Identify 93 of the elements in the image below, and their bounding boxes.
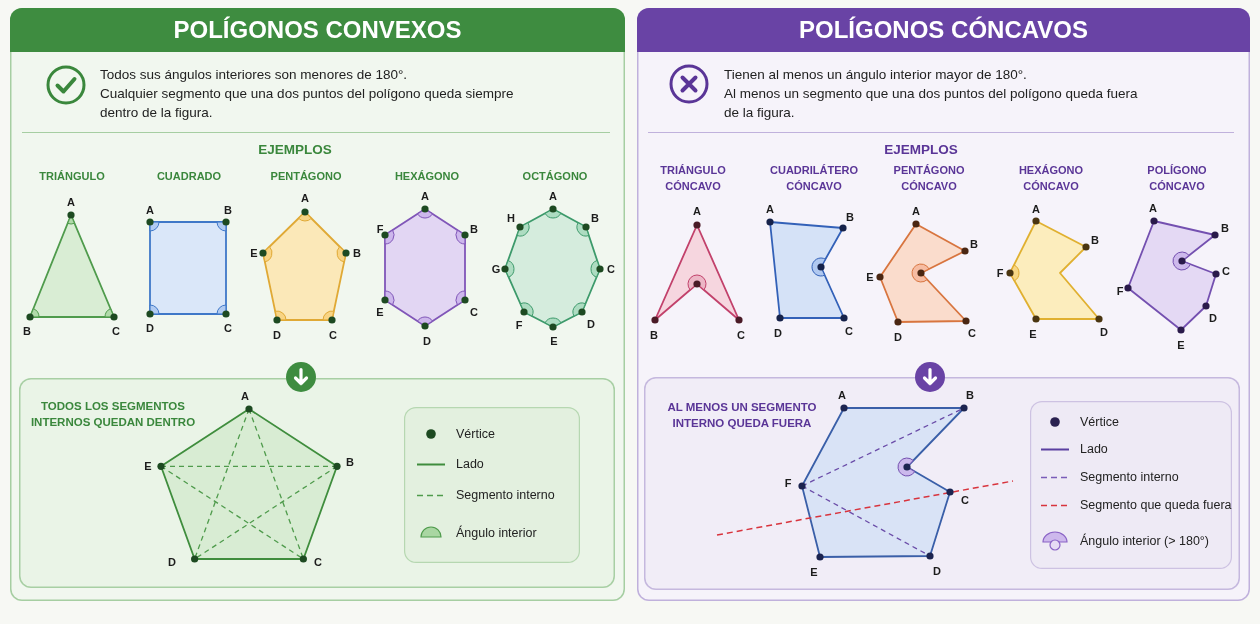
vertex-label: B: [224, 204, 232, 216]
legend-label: Segmento interno: [456, 487, 555, 503]
panel-header: POLÍGONOS CÓNCAVOS: [637, 8, 1250, 52]
legend-label: Ángulo interior (> 180°): [1080, 533, 1210, 549]
vertex-label: C: [737, 329, 745, 341]
vertex-label: G: [491, 263, 501, 275]
description-text: Todos sus ángulos interiores son menores de 180°.: [100, 66, 409, 84]
vertex-label: A: [693, 205, 701, 217]
vertex-label: B: [591, 212, 599, 224]
vertex-label: D: [587, 318, 595, 330]
legend-label: Ángulo interior: [456, 525, 537, 541]
vertex-label: E: [144, 460, 152, 472]
vertex-label: F: [515, 319, 523, 331]
box-title: TODOS LOS SEGMENTOS INTERNOS QUEDAN DENTRO: [29, 399, 197, 430]
vertex-label: D: [1209, 312, 1217, 324]
vertex-label: H: [507, 212, 515, 224]
vertex-label: B: [1221, 222, 1229, 234]
vertex-label: D: [1100, 326, 1108, 338]
vertex-label: A: [146, 204, 154, 216]
vertex-label: F: [784, 477, 792, 489]
vertex-label: C: [961, 494, 969, 506]
legend-label: Lado: [1080, 441, 1108, 457]
summary-box: [19, 378, 615, 588]
description-text: Tienen al menos un ángulo interior mayor de 180°.: [724, 66, 1028, 84]
polygon-name: PENTÁGONO CÓNCAVO: [893, 163, 965, 194]
vertex-label: A: [241, 390, 249, 402]
legend-label: Segmento interno: [1080, 469, 1179, 485]
vertex-label: D: [894, 331, 902, 343]
vertex-label: A: [912, 205, 920, 217]
vertex-label: E: [376, 306, 384, 318]
vertex-label: D: [423, 335, 431, 347]
vertex-label: B: [1091, 234, 1099, 246]
vertex-label: A: [549, 190, 557, 202]
vertex-label: F: [996, 267, 1004, 279]
description-text: Cualquier segmento que una dos puntos del polígono queda siempre dentro de la figura.: [100, 85, 515, 122]
vertex-label: F: [376, 223, 384, 235]
vertex-label: B: [650, 329, 658, 341]
vertex-label: F: [1116, 285, 1124, 297]
vertex-label: B: [23, 325, 31, 337]
vertex-label: A: [1032, 203, 1040, 215]
vertex-label: B: [346, 456, 354, 468]
vertex-label: C: [329, 329, 337, 341]
section-heading: EJEMPLOS: [884, 142, 958, 158]
vertex-label: E: [1029, 328, 1037, 340]
vertex-label: A: [421, 190, 429, 202]
vertex-label: D: [774, 327, 782, 339]
vertex-label: B: [846, 211, 854, 223]
polygon-name: PENTÁGONO: [270, 169, 342, 184]
vertex-label: E: [810, 566, 818, 578]
vertex-label: C: [314, 556, 322, 568]
vertex-label: E: [550, 335, 558, 347]
vertex-label: A: [301, 192, 309, 204]
legend-label: Vértice: [1080, 414, 1119, 430]
vertex-label: C: [224, 322, 232, 334]
polygon-name: HEXÁGONO: [394, 169, 460, 184]
polygon-name: POLÍGONO CÓNCAVO: [1147, 163, 1207, 194]
vertex-label: B: [470, 223, 478, 235]
polygon-name: CUADRADO: [156, 169, 222, 184]
summary-box: [644, 377, 1240, 590]
vertex-label: A: [838, 389, 846, 401]
legend-label: Lado: [456, 456, 484, 472]
vertex-label: D: [146, 322, 154, 334]
polygon-name: OCTÁGONO: [522, 169, 588, 184]
vertex-label: C: [1222, 265, 1230, 277]
vertex-label: E: [250, 247, 258, 259]
panel-card: [637, 8, 1250, 601]
vertex-label: E: [1177, 339, 1185, 351]
vertex-label: C: [968, 327, 976, 339]
polygon-name: CUADRILÁTERO CÓNCAVO: [770, 163, 858, 194]
vertex-label: D: [273, 329, 281, 341]
vertex-label: C: [607, 263, 615, 275]
vertex-label: C: [470, 306, 478, 318]
polygon-name: HEXÁGONO CÓNCAVO: [1018, 163, 1084, 194]
description-text: Al menos un segmento que una dos puntos del polígono queda fuera de la figura.: [724, 85, 1139, 122]
polygon-name: TRIÁNGULO CÓNCAVO: [660, 163, 726, 194]
box-title: AL MENOS UN SEGMENTO INTERNO QUEDA FUERA: [666, 400, 818, 431]
vertex-label: D: [933, 565, 941, 577]
vertex-label: B: [966, 389, 974, 401]
vertex-label: A: [1149, 202, 1157, 214]
section-heading: EJEMPLOS: [258, 142, 332, 158]
legend-label: Vértice: [456, 426, 495, 442]
vertex-label: B: [353, 247, 361, 259]
vertex-label: E: [866, 271, 874, 283]
vertex-label: C: [845, 325, 853, 337]
legend-label: Segmento que queda fuera: [1080, 497, 1232, 513]
vertex-label: A: [766, 203, 774, 215]
vertex-label: B: [970, 238, 978, 250]
panel-header: POLÍGONOS CONVEXOS: [10, 8, 625, 52]
vertex-label: A: [67, 196, 75, 208]
panel-card: [10, 8, 625, 601]
polygon-name: TRIÁNGULO: [39, 169, 105, 184]
vertex-label: D: [168, 556, 176, 568]
vertex-label: C: [112, 325, 120, 337]
